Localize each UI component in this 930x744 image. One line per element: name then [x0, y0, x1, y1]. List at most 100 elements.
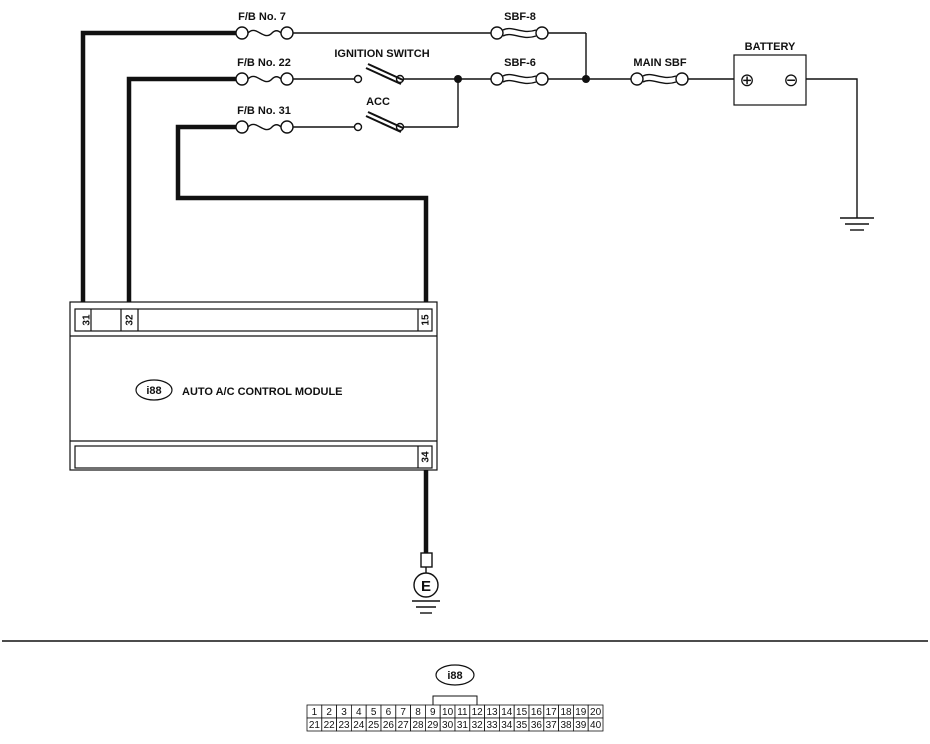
fuse-sbf6: SBF-6	[490, 57, 549, 86]
connector-pin-number: 11	[457, 707, 468, 718]
connector-pin-number: 20	[590, 707, 602, 718]
connector-pin-number: 24	[353, 720, 365, 731]
connector-pin-number: 1	[312, 707, 318, 718]
connector-pin-number: 34	[501, 720, 513, 731]
connector-pin-cell: 7	[395, 704, 411, 719]
connector-pin-number: 14	[501, 707, 513, 718]
connector-pin-cell: 5	[365, 704, 382, 719]
connector-pin-cell: 8	[410, 704, 426, 719]
connector-pin-cell: 33	[484, 717, 500, 732]
connector-pin-cell: 19	[573, 704, 589, 719]
battery-plus-icon: ⊕	[739, 70, 754, 90]
connector-pin-cell: 24	[350, 717, 367, 732]
connector-pin-number: 38	[560, 720, 572, 731]
connector-pin-cell: 36	[528, 717, 545, 732]
connector-pin-number: 4	[356, 707, 362, 718]
connector-pin-number: 31	[457, 720, 469, 731]
connector-pin-number: 39	[575, 720, 587, 731]
ground-terminal	[420, 552, 433, 568]
connector-pin-cell: 13	[484, 704, 500, 719]
pin-31-label: 31	[82, 314, 93, 326]
connector-pin-cell: 34	[498, 717, 515, 732]
connector-pin-cell: 40	[587, 717, 604, 732]
connector-pin-cell: 38	[558, 717, 574, 732]
connector-pin-cell: 26	[380, 717, 397, 732]
connector-view-id: i88	[447, 670, 462, 682]
connector-pin-number: 9	[430, 707, 436, 718]
connector-pin-cell: 11	[454, 704, 471, 719]
connector-pin-number: 13	[486, 707, 498, 718]
connector-pin-number: 29	[427, 720, 439, 731]
acc-switch-label: ACC	[366, 96, 390, 108]
connector-pin-number: 21	[309, 720, 321, 731]
connector-pin-number: 40	[590, 720, 602, 731]
connector-pin-number: 27	[398, 720, 410, 731]
junction-dot	[582, 75, 590, 83]
fuse-sbf6-label: SBF-6	[504, 57, 536, 69]
fuse-sbf8: SBF-8	[490, 11, 549, 40]
ignition-switch: IGNITION SWITCH	[334, 48, 430, 85]
connector-view-badge	[435, 664, 475, 686]
connector-pin-cell: 14	[498, 704, 515, 719]
connector-pin-number: 23	[338, 720, 350, 731]
module-bottom-connector	[74, 445, 433, 469]
connector-pin-cell: 9	[424, 704, 441, 719]
connector-pin-cell: 2	[321, 704, 337, 719]
wire-battery-ground	[806, 78, 858, 218]
connector-pin-cell: 29	[424, 717, 441, 732]
connector-pin-cell: 1	[306, 704, 323, 719]
connector-pin-cell: 3	[336, 704, 352, 719]
connector-key	[432, 695, 478, 705]
fuse-fb22: F/B No. 22	[235, 57, 294, 86]
connector-pin-number: 36	[531, 720, 543, 731]
fuse-fb31: F/B No. 31	[235, 105, 294, 134]
connector-pin-number: 25	[368, 720, 380, 731]
connector-pin-number: 35	[516, 720, 528, 731]
connector-pin-cell: 28	[410, 717, 426, 732]
connector-pin-number: 10	[442, 707, 454, 718]
connector-pin-number: 26	[383, 720, 395, 731]
fuse-fb31-label: F/B No. 31	[237, 105, 291, 117]
connector-pin-cell: 18	[558, 704, 574, 719]
connector-pin-number: 2	[326, 707, 332, 718]
junction-dot	[454, 75, 462, 83]
fuse-main-sbf-label: MAIN SBF	[633, 57, 686, 69]
connector-pin-cell: 17	[543, 704, 559, 719]
acc-switch: ACC	[353, 96, 405, 133]
connector-pin-number: 19	[575, 707, 587, 718]
connector-pin-cell: 30	[439, 717, 456, 732]
connector-pin-cell: 22	[321, 717, 337, 732]
harness-wiring	[80, 30, 429, 553]
connector-pin-cell: 15	[513, 704, 530, 719]
connector-pin-cell: 25	[365, 717, 382, 732]
connector-pin-cell: 32	[469, 717, 485, 732]
connector-pin-number: 12	[472, 707, 484, 718]
ground-e-label: E	[421, 578, 431, 595]
connector-pin-cell: 6	[380, 704, 397, 719]
connector-pin-number: 22	[324, 720, 336, 731]
power-wiring	[292, 32, 858, 218]
connector-pin-number: 3	[341, 707, 347, 718]
connector-pin-number: 8	[415, 707, 421, 718]
connector-pin-number: 28	[412, 720, 424, 731]
connector-pin-cell: 10	[439, 704, 456, 719]
connector-pin-cell: 31	[454, 717, 471, 732]
battery-body	[733, 54, 807, 106]
connector-pin-number: 33	[486, 720, 498, 731]
ignition-switch-label: IGNITION SWITCH	[334, 48, 429, 60]
connector-pin-cell: 27	[395, 717, 411, 732]
connector-pin-cell: 21	[306, 717, 323, 732]
module-connector-id-badge	[135, 379, 173, 401]
ground-symbol-icon	[412, 600, 440, 614]
connector-pin-cell: 16	[528, 704, 545, 719]
wire-fb31-pin15	[175, 124, 429, 308]
fuse-fb22-label: F/B No. 22	[237, 57, 291, 69]
fuse-fb7-label: F/B No. 7	[238, 11, 286, 23]
battery-minus-icon: ⊖	[783, 70, 798, 90]
module-top-connector	[74, 308, 433, 332]
ground-e: E	[412, 552, 440, 614]
